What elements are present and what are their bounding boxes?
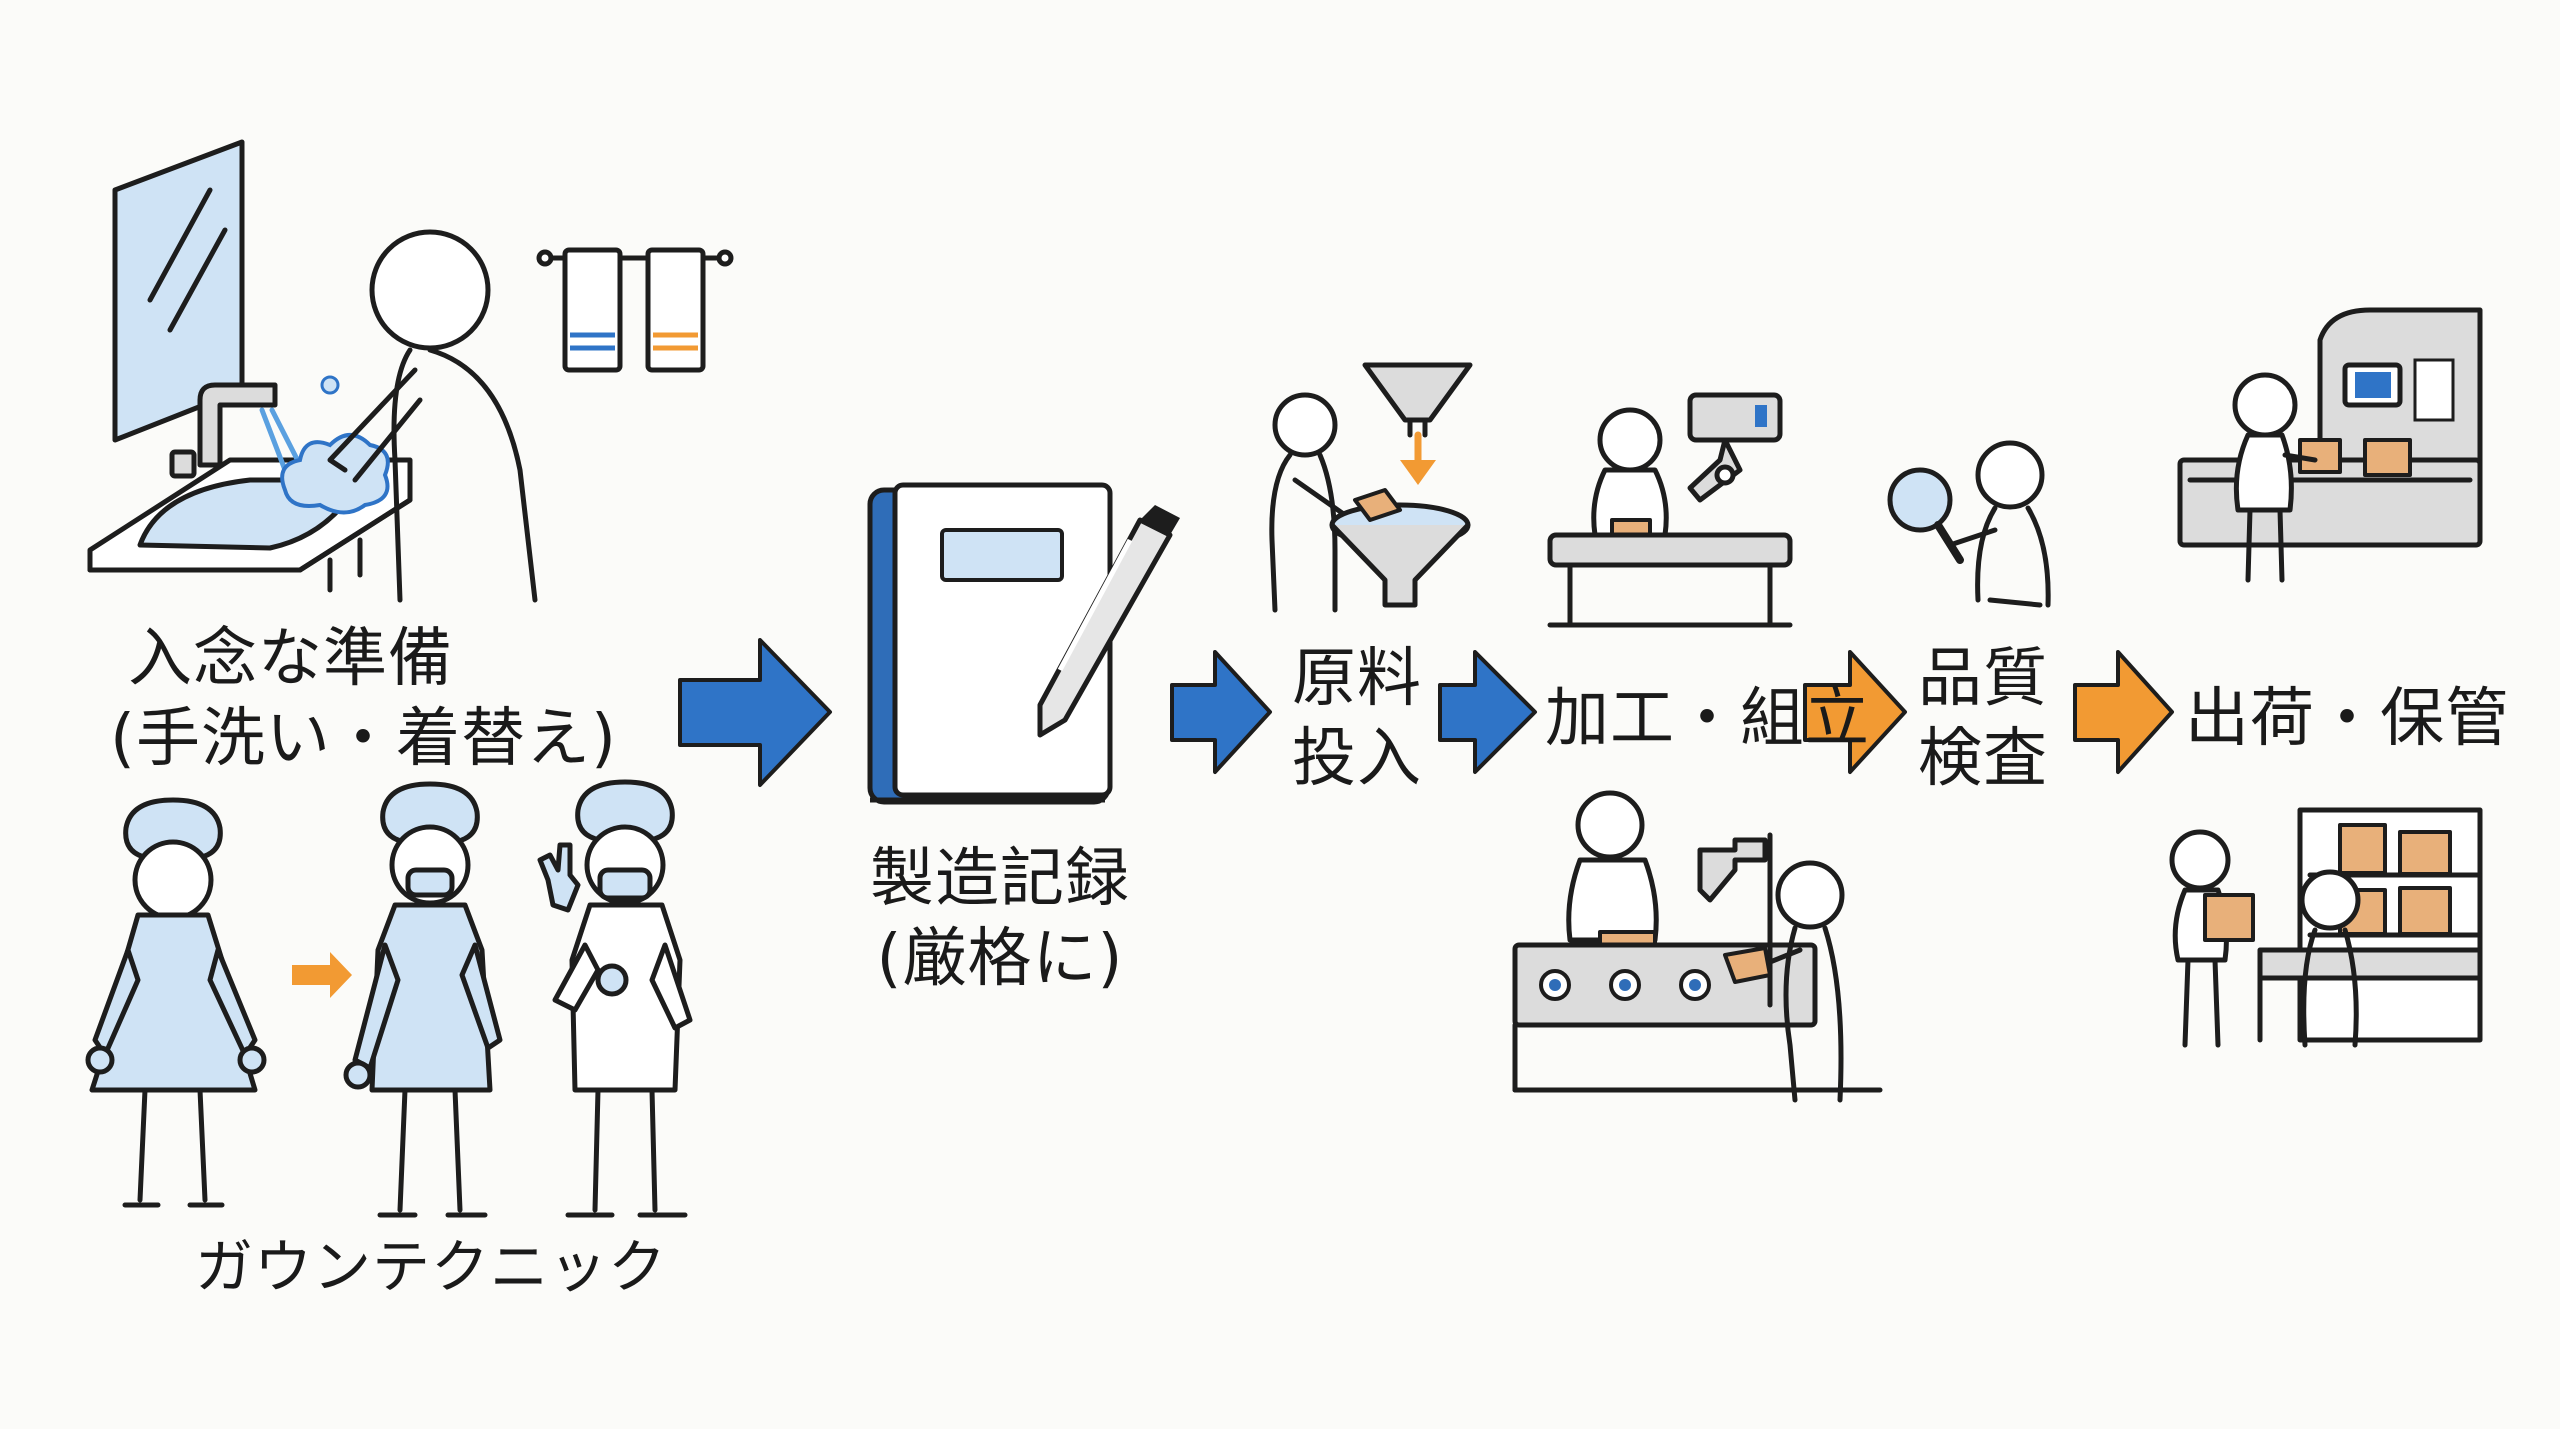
shelf-icon <box>2257 807 2483 1043</box>
material-label-line2: 投入 <box>1292 722 1422 796</box>
flow-arrow-4 <box>1803 650 1907 774</box>
flow-arrow-3 <box>1438 650 1537 774</box>
gown-technique-label: ガウンテクニック <box>195 1233 668 1301</box>
shipping-machine-scene <box>2177 307 2483 583</box>
flow-arrow-5 <box>2073 650 2174 774</box>
gown-figure-icon <box>537 779 693 1218</box>
flow-arrow-2 <box>1170 650 1272 774</box>
assembly-scene-bottom <box>1512 790 1883 1103</box>
magnifier-icon <box>1887 467 1964 564</box>
towel-rack-icon <box>536 247 734 373</box>
material-input-scene <box>1269 362 1473 613</box>
preparation-label-line2: (手洗い・着替え) <box>110 702 617 776</box>
material-label-line1: 原料 <box>1292 642 1422 716</box>
small-arrow-icon <box>292 952 352 998</box>
record-label-line2: (厳格に) <box>876 922 1124 996</box>
shipping-label: 出荷・保管 <box>2185 682 2510 756</box>
inspection-scene <box>1887 440 2051 608</box>
inspection-label-line2: 検査 <box>1918 722 2048 796</box>
gown-figure-icon <box>343 781 503 1218</box>
preparation-label-line1: 入念な準備 <box>128 622 453 696</box>
funnel-icon <box>1329 362 1473 608</box>
record-label-line1: 製造記録 <box>870 842 1130 916</box>
hand-washing-scene <box>87 139 734 603</box>
flow-arrow-1 <box>678 638 832 787</box>
assembly-scene-top <box>1547 392 1793 628</box>
notebook-pen-icon <box>867 482 1180 805</box>
gown-technique-scene <box>85 779 693 1218</box>
sink-icon <box>87 375 413 593</box>
worker-washing-icon <box>327 229 538 603</box>
processing-label: 加工・組立 <box>1545 682 1870 756</box>
storage-shelf-scene <box>2169 807 2483 1048</box>
inspection-label-line1: 品質 <box>1918 642 2048 716</box>
gown-figure-icon <box>85 797 267 1208</box>
machine-icon <box>1687 392 1783 503</box>
